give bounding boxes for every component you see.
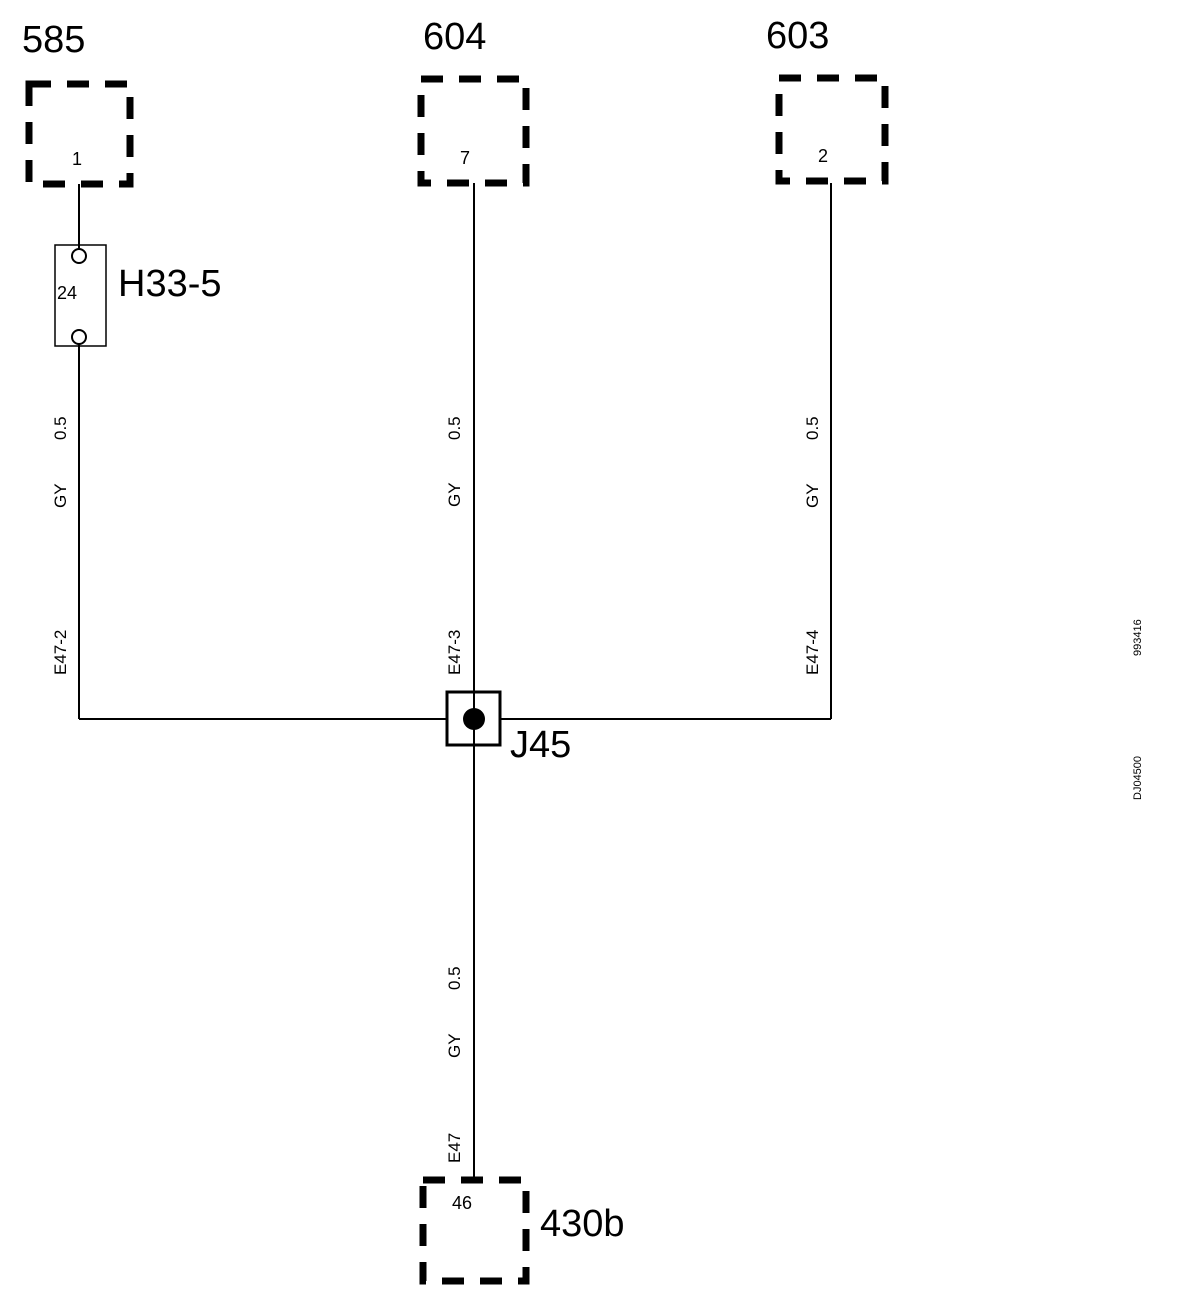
splice-dot — [463, 708, 485, 730]
wire-left-id: E47-2 — [51, 630, 70, 675]
component-430b-pin: 46 — [452, 1193, 472, 1213]
wire-bottom-id: E47 — [445, 1133, 464, 1163]
wire-bottom-color: GY — [445, 1033, 464, 1058]
wire-labels-left: 0.5 GY E47-2 — [51, 416, 70, 675]
component-585[interactable]: 585 1 — [22, 19, 134, 188]
component-604[interactable]: 604 7 — [417, 16, 530, 187]
component-604-connector-box — [417, 75, 530, 187]
inline-connector-label: H33-5 — [118, 263, 222, 305]
reference-code-2: DJ04500 — [1132, 756, 1144, 800]
wire-right-color: GY — [803, 483, 822, 508]
wire-right-id: E47-4 — [803, 630, 822, 675]
component-604-pin: 7 — [460, 148, 470, 168]
wire-labels-right: 0.5 GY E47-4 — [803, 416, 822, 675]
wire-right-size: 0.5 — [803, 416, 822, 440]
component-603-connector-box — [775, 74, 889, 185]
component-430b-connector-box — [419, 1176, 530, 1285]
component-603-label: 603 — [766, 15, 829, 57]
inline-connector-pin: 24 — [57, 283, 77, 303]
component-430b[interactable]: 46 430b — [419, 1176, 625, 1285]
splice-j45[interactable]: J45 — [445, 690, 571, 766]
component-430b-label: 430b — [540, 1203, 625, 1245]
component-585-label: 585 — [22, 19, 85, 61]
component-585-connector-box — [25, 80, 134, 188]
wire-bottom-size: 0.5 — [445, 966, 464, 990]
component-585-pin: 1 — [72, 149, 82, 169]
reference-code-1: 993416 — [1132, 619, 1144, 656]
component-604-label: 604 — [423, 16, 486, 58]
inline-connector-h33-5[interactable]: 24 H33-5 — [54, 244, 222, 347]
wire-left-size: 0.5 — [51, 416, 70, 440]
component-603[interactable]: 603 2 — [766, 15, 889, 185]
wire-middle-color: GY — [445, 482, 464, 507]
wire-middle-size: 0.5 — [445, 416, 464, 440]
wire-middle-id: E47-3 — [445, 630, 464, 675]
reference-codes: 993416 DJ04500 — [1132, 619, 1144, 800]
splice-label: J45 — [510, 724, 571, 766]
wires — [78, 183, 832, 1180]
inline-connector-terminal-top — [71, 248, 87, 264]
component-603-pin: 2 — [818, 146, 828, 166]
wire-left-color: GY — [51, 483, 70, 508]
wire-labels-bottom: 0.5 GY E47 — [445, 966, 464, 1163]
inline-connector-terminal-bottom — [71, 329, 87, 345]
wire-labels-middle: 0.5 GY E47-3 — [445, 416, 464, 675]
